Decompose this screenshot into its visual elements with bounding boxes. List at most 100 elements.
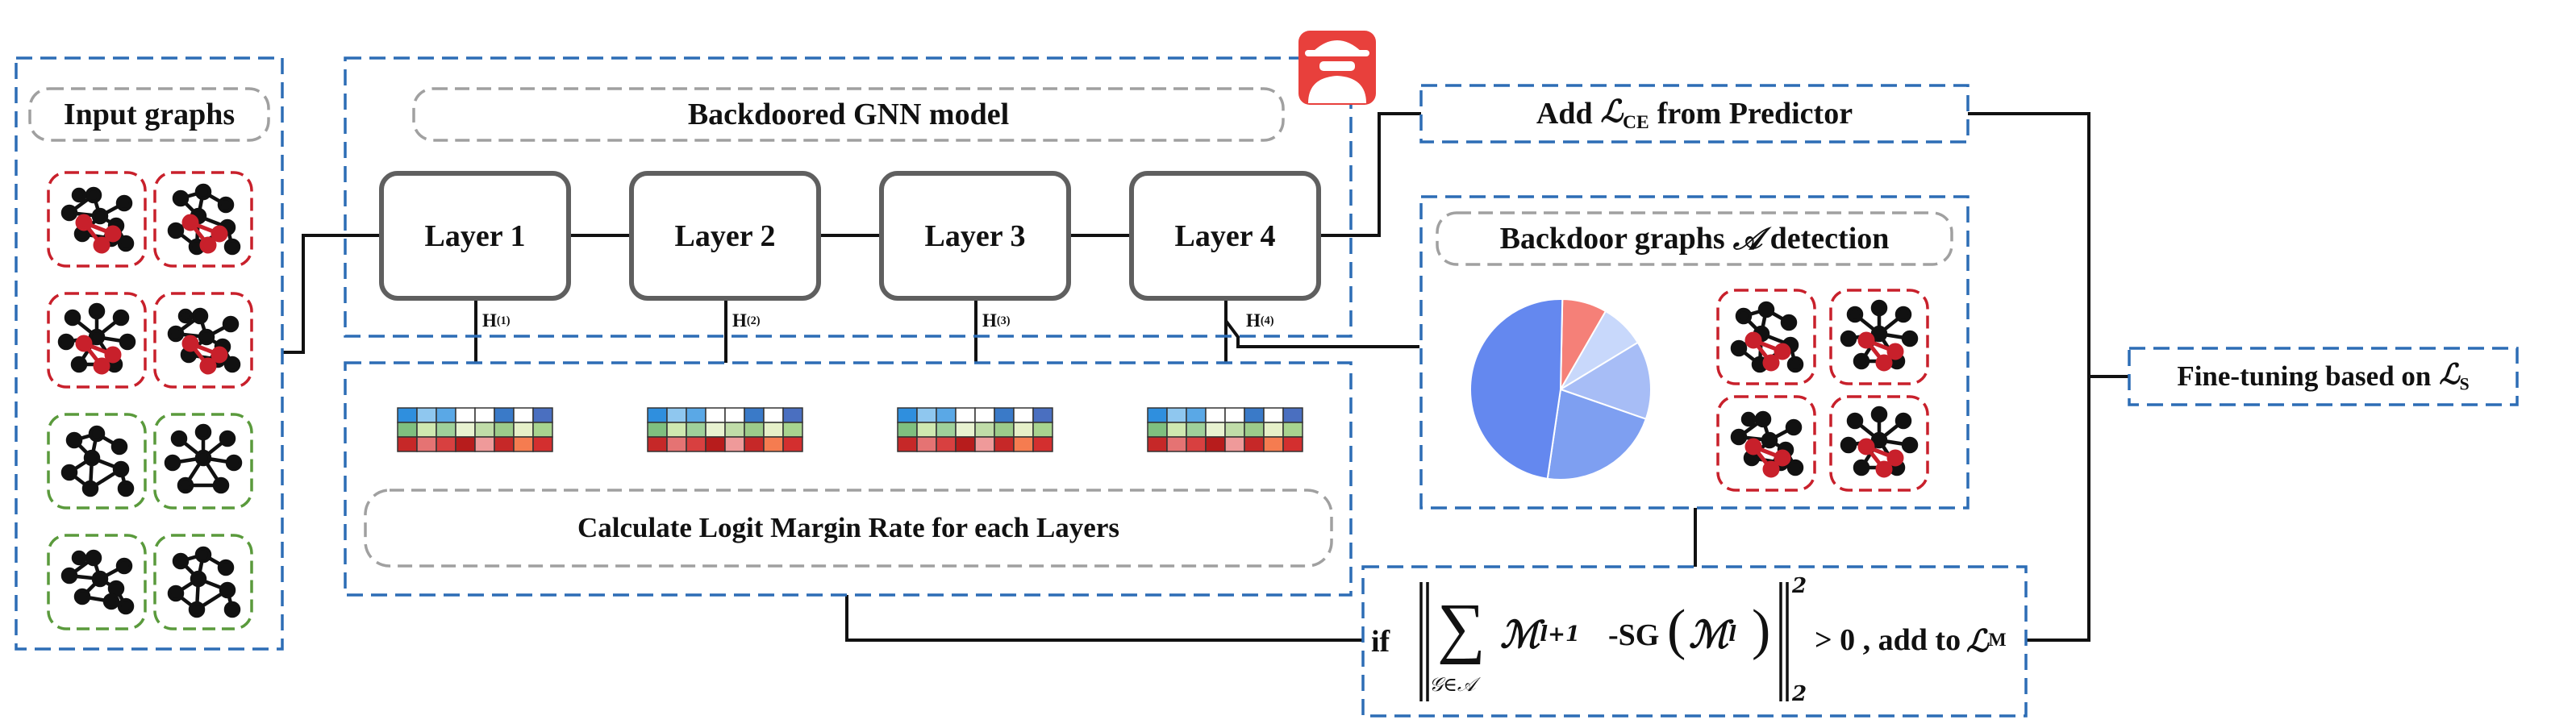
- heatmap-cell: [647, 407, 668, 423]
- spy-icon: [1298, 31, 1376, 105]
- predictor-label: Add ℒCE from Predictor: [1421, 85, 1968, 142]
- heatmap-cell: [1166, 436, 1187, 452]
- heatmap-cell: [1147, 436, 1168, 452]
- layer-2-box: [629, 171, 821, 301]
- heatmap-cell: [974, 436, 995, 452]
- heatmap-cell: [494, 436, 515, 452]
- hidden-label-1-base: H: [482, 310, 497, 331]
- heatmap-cell: [916, 407, 937, 423]
- input-graph-5: [47, 413, 147, 510]
- predictor-prefix: Add: [1536, 97, 1593, 131]
- formula-m-symbol-1: ℳ: [1500, 613, 1540, 656]
- heatmap-cell: [744, 407, 765, 423]
- finetune-text: Fine-tuning based on: [2177, 360, 2432, 392]
- heatmap-cell: [1147, 422, 1168, 438]
- heatmap-cell: [897, 422, 918, 438]
- heatmap-cell: [513, 407, 534, 423]
- detection-prefix: Backdoor graphs: [1499, 222, 1725, 256]
- heatmap-cell: [1224, 436, 1245, 452]
- hidden-label-3: H(3): [982, 305, 1011, 337]
- formula-sg: -SG: [1608, 618, 1660, 652]
- input-graph-3: [47, 292, 147, 389]
- input-graphs-title: Input graphs: [63, 98, 236, 131]
- formula-loss-symbol: ℒ: [1966, 622, 1989, 659]
- heatmap-cell: [744, 422, 765, 438]
- formula-box: [1361, 565, 2028, 718]
- heatmap-cell: [782, 422, 803, 438]
- formula-if: if: [1371, 625, 1390, 659]
- predictor-box: [1419, 84, 1970, 144]
- finetune-loss-sub: S: [2459, 374, 2470, 394]
- heatmap-cell: [455, 422, 476, 438]
- input-graph-2: [153, 171, 253, 268]
- hidden-label-3-base: H: [982, 310, 997, 331]
- heatmap-cell: [705, 407, 726, 423]
- panels: [15, 56, 2519, 718]
- layer-4-box: [1129, 171, 1321, 301]
- heatmap-cell: [1263, 422, 1284, 438]
- detected-graph-2: [1829, 289, 1929, 385]
- finetune-loss-symbol: ℒ: [2439, 358, 2460, 392]
- heatmap-cell: [897, 407, 918, 423]
- hidden-label-4-base: H: [1246, 310, 1261, 331]
- layer-1-label: Layer 1: [424, 218, 526, 253]
- formula-comparison: > 0 , add to: [1815, 623, 1961, 657]
- heatmap-cell: [782, 407, 803, 423]
- heatmap-cell: [763, 407, 784, 423]
- formula-sum-under: 𝒢∈𝒜: [1429, 673, 1476, 696]
- hidden-label-2-sup: (2): [746, 314, 761, 327]
- heatmap-cell: [1263, 436, 1284, 452]
- detection-suffix: detection: [1769, 222, 1890, 256]
- heatmap-cell: [494, 422, 515, 438]
- formula-loss-sub: M: [1988, 629, 2007, 651]
- heatmap-cell: [1032, 407, 1053, 423]
- heatmap-3: [897, 407, 1053, 452]
- formula-m-symbol-2: ℳ: [1689, 613, 1729, 656]
- layer-2-label: Layer 2: [674, 218, 776, 253]
- heatmap-cell: [436, 436, 456, 452]
- norm-bars: [1419, 582, 1789, 701]
- heatmap-cell: [532, 407, 553, 423]
- heatmap-cell: [744, 436, 765, 452]
- heatmap-cell: [705, 436, 726, 452]
- heatmap-cell: [455, 436, 476, 452]
- formula-sum: ∑: [1437, 589, 1486, 665]
- formula-m-sup: l: [1728, 622, 1737, 647]
- heatmap-cell: [666, 436, 687, 452]
- heatmap-cell: [936, 407, 957, 423]
- heatmap-cell: [705, 422, 726, 438]
- finetune-box: [2128, 347, 2519, 406]
- heatmap-cell: [513, 436, 534, 452]
- logit-margin-title: Calculate Logit Margin Rate for each Lay…: [577, 512, 1119, 543]
- heatmap-cell: [1244, 407, 1265, 423]
- heatmap-cell: [1205, 436, 1226, 452]
- hidden-label-2: H(2): [732, 305, 761, 337]
- heatmap-cell: [455, 407, 476, 423]
- hidden-label-4: H(4): [1246, 305, 1274, 337]
- formula-norm-sup: 2: [1792, 574, 1807, 598]
- hidden-label-3-sup: (3): [996, 314, 1011, 327]
- heatmap-cell: [782, 436, 803, 452]
- input-graphs-pill: [28, 87, 270, 142]
- heatmap-cell: [647, 422, 668, 438]
- heatmap-cell: [994, 407, 1015, 423]
- heatmap-cell: [494, 407, 515, 423]
- formula-norm-sub: 2: [1792, 682, 1807, 706]
- heatmap-cell: [955, 422, 976, 438]
- layer-1-box: [379, 171, 571, 301]
- input-graph-7: [47, 534, 147, 630]
- graph-thumbnails: [47, 171, 1929, 630]
- formula-m-sup-next: l+1: [1540, 622, 1580, 647]
- heatmap-cell: [1205, 407, 1226, 423]
- heatmap-cell: [474, 436, 495, 452]
- pie-slice-3: [1558, 341, 1652, 421]
- logit-margin-pill: [364, 489, 1333, 568]
- heatmap-cell: [1186, 407, 1207, 423]
- heatmap-cell: [436, 422, 456, 438]
- heatmap-cell: [686, 407, 707, 423]
- heatmap-cell: [666, 422, 687, 438]
- heatmap-cell: [513, 422, 534, 438]
